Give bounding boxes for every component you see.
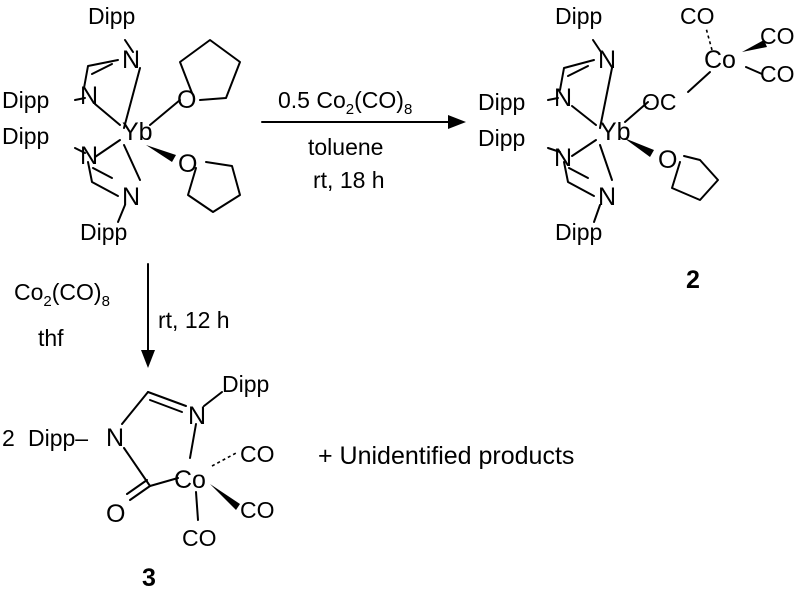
dipp-label: Dipp xyxy=(2,87,49,113)
co-ligand-label: CO xyxy=(240,441,275,467)
reagent-label: 0.5 Co2(CO)8 xyxy=(278,87,412,118)
product-2-complex: Dipp N Dipp N Yb Dipp N N Dipp OC Co CO … xyxy=(478,3,795,245)
oxygen-label: O xyxy=(177,86,196,114)
product-3-complex: 2 Dipp– N N Dipp Co O CO CO CO xyxy=(2,371,275,551)
nitrogen-label: N xyxy=(554,144,572,172)
compound-number-2: 2 xyxy=(686,266,700,294)
ytterbium-label: Yb xyxy=(600,118,631,146)
dipp-label: Dipp xyxy=(555,219,602,245)
reaction-arrow-down xyxy=(141,263,155,368)
nitrogen-label: N xyxy=(122,46,140,74)
solvent-label: thf xyxy=(38,325,64,351)
reagent-label: Co2(CO)8 xyxy=(14,279,110,310)
dipp-label: Dipp– xyxy=(28,425,88,451)
compound-number-3: 3 xyxy=(142,564,156,592)
dipp-label: Dipp xyxy=(2,123,49,149)
reaction-arrow-right xyxy=(261,115,466,129)
oxygen-label: O xyxy=(658,146,677,174)
oc-ligand-label: OC xyxy=(642,89,677,115)
cobalt-label: Co xyxy=(704,46,736,74)
nitrogen-label: N xyxy=(80,82,98,110)
co-ligand-label: CO xyxy=(760,61,795,87)
nitrogen-label: N xyxy=(122,183,140,211)
conditions-label: rt, 12 h xyxy=(158,307,230,333)
nitrogen-label: N xyxy=(106,424,124,452)
co-ligand-label: CO xyxy=(760,23,795,49)
nitrogen-label: N xyxy=(80,142,98,170)
starting-complex: Dipp N Dipp N Yb Dipp N O O N Dipp xyxy=(2,3,241,245)
nitrogen-label: N xyxy=(598,46,616,74)
conditions-label: rt, 18 h xyxy=(313,167,385,193)
co-ligand-label: CO xyxy=(182,525,217,551)
nitrogen-label: N xyxy=(188,402,206,430)
dipp-label: Dipp xyxy=(88,3,135,29)
dipp-label: Dipp xyxy=(555,3,602,29)
dipp-label: Dipp xyxy=(80,219,127,245)
coefficient-label: 2 xyxy=(2,425,15,451)
oxygen-label: O xyxy=(106,500,125,528)
nitrogen-label: N xyxy=(554,84,572,112)
solvent-label: toluene xyxy=(308,134,383,160)
ytterbium-label: Yb xyxy=(122,118,153,146)
byproducts-label: + Unidentified products xyxy=(318,442,574,470)
nitrogen-label: N xyxy=(598,183,616,211)
dipp-label: Dipp xyxy=(478,89,525,115)
co-ligand-label: CO xyxy=(680,3,715,29)
cobalt-label: Co xyxy=(174,466,206,494)
dipp-label: Dipp xyxy=(222,371,269,397)
oxygen-label: O xyxy=(178,150,197,178)
co-ligand-label: CO xyxy=(240,497,275,523)
dipp-label: Dipp xyxy=(478,125,525,151)
